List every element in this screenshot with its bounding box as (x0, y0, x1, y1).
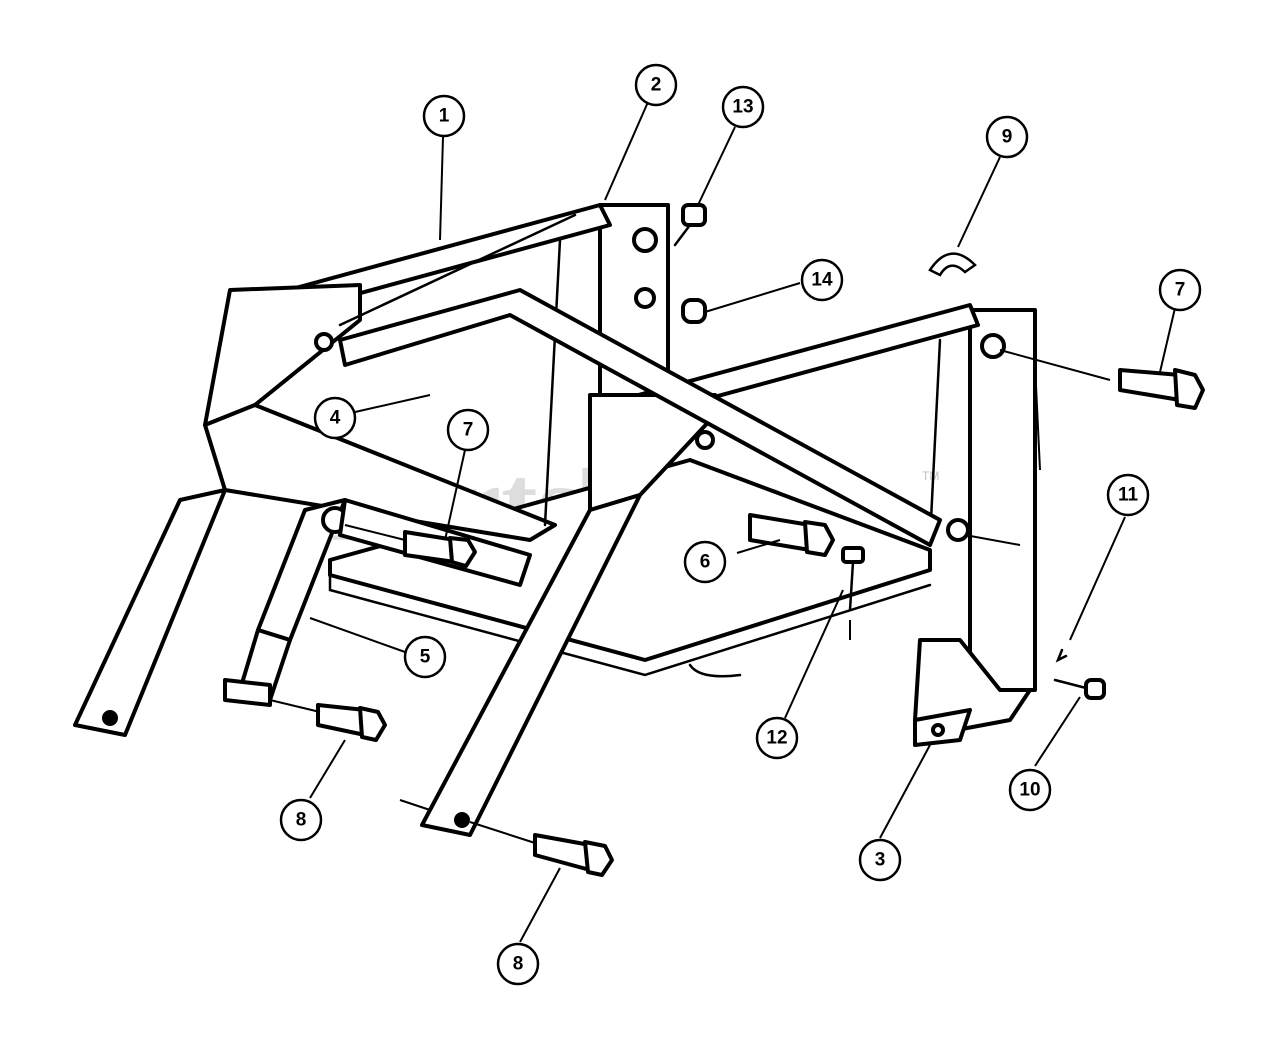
bolt-10 (1053, 678, 1106, 700)
svg-text:7: 7 (463, 420, 474, 441)
callout-6: 6 (683, 540, 727, 584)
svg-text:13: 13 (732, 97, 753, 118)
callout-1: 1 (422, 94, 466, 138)
callout-8-bottom: 8 (496, 942, 540, 986)
callout-8-left: 8 (279, 798, 323, 842)
callout-7-middle: 7 (446, 408, 490, 452)
svg-text:8: 8 (296, 810, 307, 831)
callout-2: 2 (634, 63, 678, 107)
svg-text:1: 1 (439, 106, 450, 127)
callout-7-right: 7 (1158, 268, 1202, 312)
bushing (681, 298, 707, 324)
base-tray (328, 458, 932, 678)
bolt-12 (841, 546, 865, 612)
callout-11: 11 (1106, 473, 1150, 517)
callout-5: 5 (403, 635, 447, 679)
callout-14: 14 (800, 258, 844, 302)
svg-text:10: 10 (1019, 780, 1040, 801)
cotter-pin-11 (1055, 648, 1068, 663)
svg-text:12: 12 (766, 728, 787, 749)
watermark-trademark: TM (922, 469, 939, 483)
pin-middle (403, 530, 477, 568)
svg-text:5: 5 (420, 647, 431, 668)
svg-text:6: 6 (700, 552, 711, 573)
svg-text:9: 9 (1002, 127, 1013, 148)
pin-lower-front (533, 833, 614, 877)
svg-text:7: 7 (1175, 280, 1186, 301)
callout-3: 3 (858, 838, 902, 882)
cross-tube (338, 288, 942, 547)
callout-13: 13 (721, 85, 765, 129)
callout-4: 4 (313, 396, 357, 440)
leader-lines (269, 101, 1176, 943)
svg-text:8: 8 (513, 954, 524, 975)
svg-text:14: 14 (811, 270, 833, 291)
mounting-bracket (913, 638, 1032, 747)
callout-10: 10 (1008, 768, 1052, 812)
pin-lower-left (223, 678, 387, 742)
callout-12: 12 (755, 716, 799, 760)
svg-text:4: 4 (330, 408, 341, 429)
pin-rear (748, 513, 835, 557)
snap-ring (928, 252, 977, 277)
grease-fitting (673, 203, 707, 247)
left-arm (73, 203, 670, 737)
svg-text:2: 2 (651, 75, 662, 96)
svg-text:11: 11 (1118, 485, 1139, 506)
callout-9: 9 (985, 115, 1029, 159)
pin-upper-right (1118, 368, 1205, 410)
right-arm (420, 303, 1037, 837)
svg-text:3: 3 (875, 850, 886, 871)
